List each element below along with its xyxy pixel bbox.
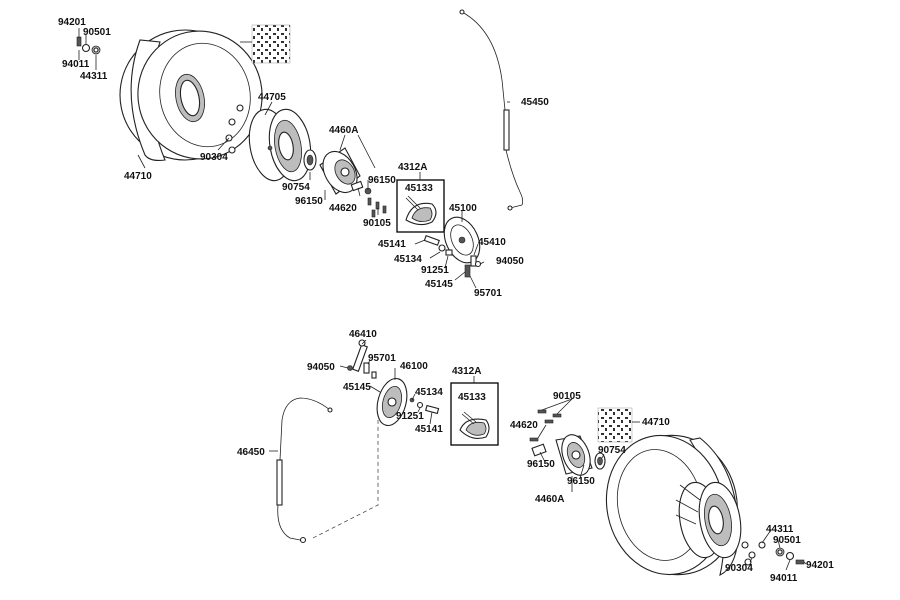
lower-hub xyxy=(531,434,606,476)
label-44710: 44710 xyxy=(124,171,152,182)
lower-brake-panel xyxy=(376,377,440,427)
label-45133-lower: 45133 xyxy=(458,392,486,403)
label-90105-lower: 90105 xyxy=(553,391,581,402)
label-45100: 45100 xyxy=(449,203,477,214)
label-44620-lower: 44620 xyxy=(510,420,538,431)
label-94201-lower: 94201 xyxy=(806,560,834,571)
label-94201: 94201 xyxy=(58,17,86,28)
lower-brake-lever xyxy=(347,339,377,379)
upper-tire xyxy=(119,29,263,161)
upper-lug-hardware xyxy=(76,36,101,55)
label-90304: 90304 xyxy=(200,152,228,163)
label-44710-lower: 44710 xyxy=(642,417,670,428)
upper-assembly: 94201 90501 94011 44311 44710 44705 9030… xyxy=(58,9,549,299)
label-90754: 90754 xyxy=(282,182,310,193)
label-94050-lower: 94050 xyxy=(307,362,335,373)
label-95701-lower: 95701 xyxy=(368,353,396,364)
label-96150-lower-a: 96150 xyxy=(527,459,555,470)
lower-assembly: 46410 94050 95701 46100 45145 45134 9125… xyxy=(237,329,834,584)
lower-lug-nuts xyxy=(741,541,805,566)
label-96150-a: 96150 xyxy=(368,175,396,186)
lower-brake-cable xyxy=(276,397,333,544)
label-44311-lower: 44311 xyxy=(766,524,794,535)
label-91251-lower: 91251 xyxy=(396,411,424,422)
lower-part-labels: 46410 94050 95701 46100 45145 45134 9125… xyxy=(237,329,834,584)
lower-brake-shoe xyxy=(459,411,490,439)
label-45141: 45141 xyxy=(378,239,406,250)
label-90105: 90105 xyxy=(363,218,391,229)
label-94011: 94011 xyxy=(62,59,90,70)
label-46100: 46100 xyxy=(400,361,428,372)
upper-brake-cable xyxy=(459,9,524,211)
label-90304-lower: 90304 xyxy=(725,563,753,574)
label-45450: 45450 xyxy=(521,97,549,108)
label-44311: 44311 xyxy=(80,71,108,82)
upper-hub xyxy=(303,147,372,195)
label-45134-lower: 45134 xyxy=(415,387,443,398)
label-90501-lower: 90501 xyxy=(773,535,801,546)
upper-brake-cam xyxy=(423,235,482,278)
label-45133: 45133 xyxy=(405,183,433,194)
label-4312A: 4312A xyxy=(398,162,427,173)
label-45134: 45134 xyxy=(394,254,422,265)
label-46410: 46410 xyxy=(349,329,377,340)
label-4460A-lower: 4460A xyxy=(535,494,564,505)
label-94011-lower: 94011 xyxy=(770,573,798,584)
label-45141-lower: 45141 xyxy=(415,424,443,435)
label-45145: 45145 xyxy=(425,279,453,290)
upper-lug-nuts xyxy=(225,104,244,154)
label-94050: 94050 xyxy=(496,256,524,267)
label-4460A: 4460A xyxy=(329,125,358,136)
lower-dashed-guides xyxy=(312,420,379,539)
label-46450: 46450 xyxy=(237,447,265,458)
lower-screws xyxy=(529,409,562,442)
upper-part-labels: 94201 90501 94011 44311 44710 44705 9030… xyxy=(58,17,549,299)
lower-brake-shoe-box xyxy=(450,382,499,446)
label-91251: 91251 xyxy=(421,265,449,276)
label-95701: 95701 xyxy=(474,288,502,299)
upper-brake-shoe xyxy=(405,195,437,226)
upper-leader-lines xyxy=(78,28,510,289)
upper-brake-panel xyxy=(443,216,481,264)
lower-rim xyxy=(675,481,742,559)
lower-tread-pattern-icon xyxy=(597,407,633,443)
label-44620: 44620 xyxy=(329,203,357,214)
label-44705: 44705 xyxy=(258,92,286,103)
upper-tread-pattern-icon xyxy=(251,24,291,64)
label-45145-lower: 45145 xyxy=(343,382,371,393)
upper-screws xyxy=(367,197,387,218)
label-96150-lower-b: 96150 xyxy=(567,476,595,487)
upper-brake-shoe-box xyxy=(396,179,445,233)
label-90501: 90501 xyxy=(83,27,111,38)
label-96150-b: 96150 xyxy=(295,196,323,207)
lower-leader-lines xyxy=(269,339,807,571)
label-4312A-lower: 4312A xyxy=(452,366,481,377)
label-45410: 45410 xyxy=(478,237,506,248)
upper-rim xyxy=(248,108,312,182)
label-90754-lower: 90754 xyxy=(598,445,626,456)
